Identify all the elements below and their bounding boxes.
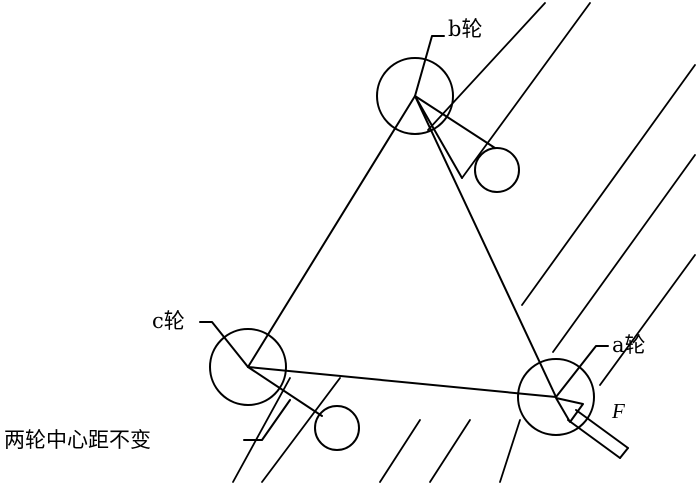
force-arrow-shaft-2 [567, 419, 621, 459]
wheel-a [517, 358, 595, 436]
label-wheel-b: b轮 [448, 17, 482, 41]
bottom-line-5 [499, 419, 521, 483]
wheel-b-lever-2 [414, 95, 463, 179]
bottom-line-3 [379, 419, 421, 483]
wheel-b-small-circle [474, 147, 520, 193]
force-arrow-shaft-1 [575, 409, 629, 449]
bottom-line-4 [429, 419, 471, 483]
bottom-line-1 [232, 377, 291, 483]
guide-lines [427, 2, 696, 386]
wheel-c-circle [209, 328, 287, 406]
bottom-line-2 [261, 377, 341, 483]
bottom-guide-lines [232, 377, 521, 483]
wheel-b-lever [414, 95, 496, 149]
leader-c [199, 321, 249, 368]
force-arrow-head [555, 397, 584, 423]
triangle-side-ca [247, 366, 557, 398]
guide-line-1 [427, 2, 546, 131]
wheel-c-small-circle [314, 405, 360, 451]
leader-lines [199, 35, 609, 441]
wheel-a-circle [517, 358, 595, 436]
wheel-c-lever [247, 366, 323, 417]
wheel-b [376, 57, 520, 193]
label-center-distance-note: 两轮中心距不变 [4, 428, 151, 452]
force-arrow-tail [619, 447, 629, 459]
leader-note [243, 399, 291, 441]
guide-line-4 [552, 154, 696, 353]
label-force: F [611, 399, 625, 423]
leader-b [414, 35, 445, 97]
label-wheel-a: a轮 [612, 333, 646, 357]
wheel-c [209, 328, 360, 451]
triangle-side-bc [247, 95, 416, 368]
center-triangle [247, 95, 557, 398]
guide-line-5 [599, 254, 696, 386]
guide-line-2 [461, 2, 591, 179]
leader-a [555, 345, 609, 398]
triangle-side-ba [414, 95, 557, 398]
force-arrow [555, 397, 629, 459]
wheel-b-circle [376, 57, 454, 135]
guide-line-3 [521, 64, 696, 306]
label-wheel-c: c轮 [152, 309, 185, 333]
